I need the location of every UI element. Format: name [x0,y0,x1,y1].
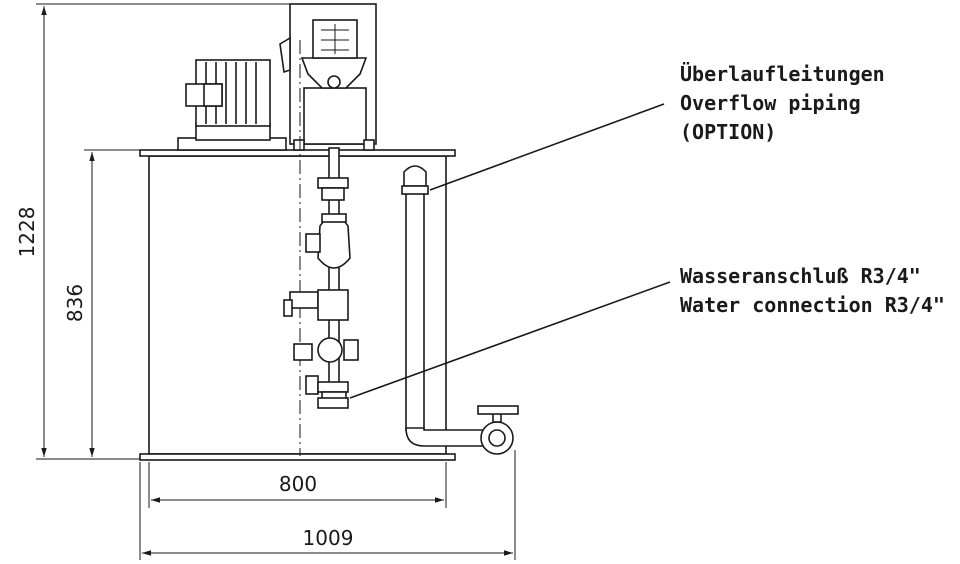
tank-bottom-flange [139,453,456,461]
dimension-total-width: 1009 [139,450,516,560]
callout-overflow-line-de: Überlaufleitungen [680,62,885,86]
water-inlet-connection [317,397,349,409]
solenoid-valve [289,291,319,309]
tank-top-flange [139,149,456,157]
dimension-tank-height: 836 [63,149,140,457]
agitator-motor [177,59,287,151]
leader-line-overflow [429,103,665,191]
dimension-total-height: 1228 [15,3,290,460]
flow-meter [317,215,351,269]
pressure-reducer [317,337,343,363]
callout-overflow-line-option: (OPTION) [680,120,777,144]
callout-water-line-de: Wasseranschluß R3/4" [680,264,921,288]
callout-water-line-en: Water connection R3/4" [680,293,945,317]
overflow-piping [401,165,519,455]
dimension-label-total-width: 1009 [303,526,354,550]
water-line-assembly [283,147,359,409]
dimension-tank-width: 800 [148,462,447,508]
callout-overflow: Überlaufleitungen Overflow piping (OPTIO… [680,60,885,147]
drain-valve-handle [477,405,519,415]
dimension-label-total-height: 1228 [15,207,39,258]
callout-water: Wasseranschluß R3/4" Water connection R3… [680,262,945,320]
dimension-label-tank-height: 836 [63,284,87,322]
callout-overflow-line-en: Overflow piping [680,91,861,115]
dosing-pump [279,3,377,151]
leader-line-water [349,281,671,399]
dimension-label-tank-width: 800 [279,472,317,496]
